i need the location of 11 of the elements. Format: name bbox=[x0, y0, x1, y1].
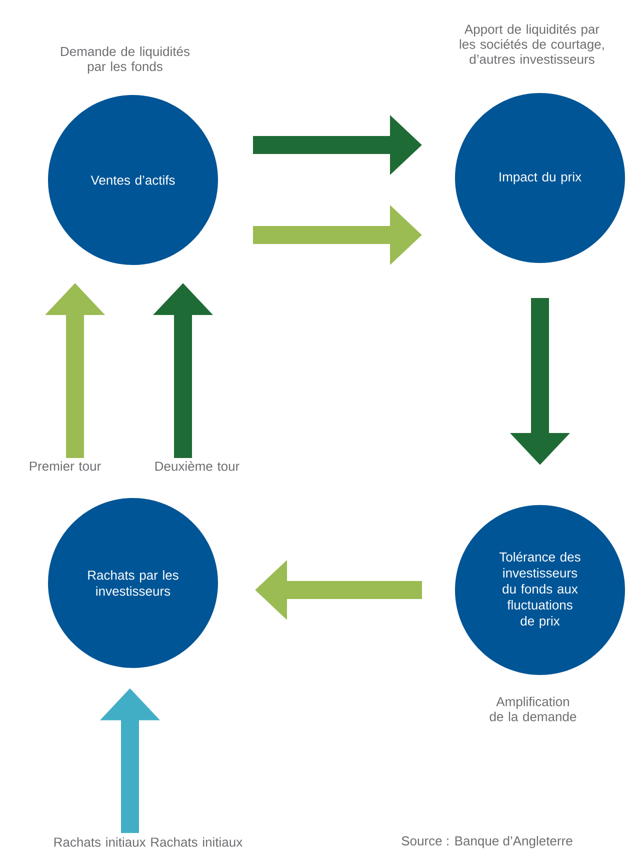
caption-text: Premier tour bbox=[30, 461, 101, 471]
circle-node: Tolérance des investisseurs du fonds aux fluctuations de prix bbox=[455, 505, 625, 675]
annotation-text: Amplification de la demande bbox=[490, 696, 576, 722]
circle-node: Ventes d’actifs bbox=[48, 95, 218, 265]
caption-text: Rachats initiaux Rachats initiaux bbox=[54, 837, 242, 847]
source-note: Source : Banque d’Angleterre bbox=[402, 836, 572, 848]
circle-node: Impact du prix bbox=[455, 93, 625, 263]
circle-node: Rachats par les investisseurs bbox=[48, 498, 218, 668]
caption-text: Deuxième tour bbox=[155, 461, 240, 471]
annotation-text: Demande de liquidités par les fonds bbox=[61, 46, 190, 74]
annotation-text: Apport de liquidités par les sociétés de courtage, d’autres investisseurs bbox=[460, 24, 604, 64]
